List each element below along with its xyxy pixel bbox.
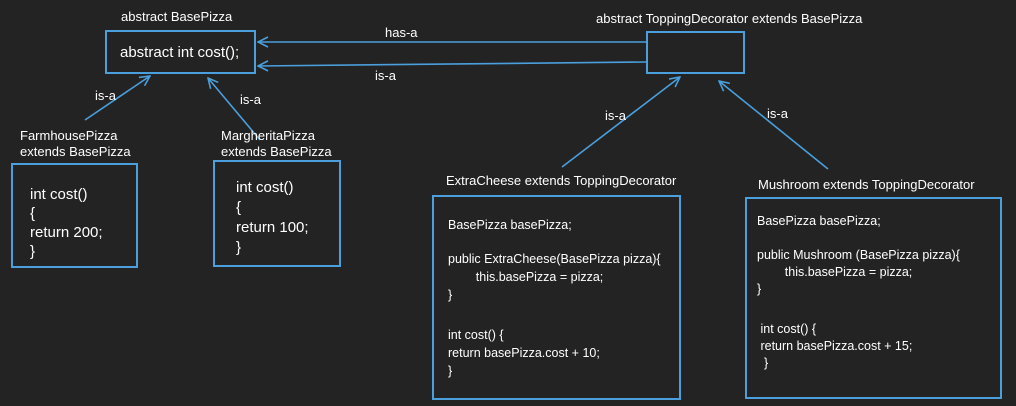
mushroom-code-line: this.basePizza = pizza;: [757, 265, 913, 279]
extracheese-code-line: public ExtraCheese(BasePizza pizza){: [448, 252, 661, 266]
extracheese-code-line: this.basePizza = pizza;: [448, 270, 604, 284]
is-a-label-margherita: is-a: [240, 92, 261, 107]
mushroom-code-line: int cost() {: [757, 322, 817, 336]
mushroom-code-box: BasePizza basePizza; public Mushroom (Ba…: [745, 197, 1002, 399]
margherita-code-line: }: [236, 239, 242, 256]
base-pizza-method: abstract int cost();: [120, 44, 240, 61]
extracheese-code-line: return basePizza.cost + 10;: [448, 346, 600, 360]
extracheese-code-box: BasePizza basePizza; public ExtraCheese(…: [432, 195, 681, 400]
mushroom-code-line: }: [757, 282, 762, 296]
mushroom-code-line: }: [757, 356, 769, 370]
is-a-arrow-decorator: [258, 62, 647, 66]
is-a-label-decorator: is-a: [375, 68, 396, 83]
farmhouse-code-line: return 200;: [30, 224, 103, 241]
is-a-arrow-mushroom: [719, 81, 829, 170]
extracheese-code-line: }: [448, 364, 453, 378]
is-a-arrow-margherita: [208, 78, 261, 141]
mushroom-title: Mushroom extends ToppingDecorator: [758, 177, 975, 192]
mushroom-code-line: return basePizza.cost + 15;: [757, 339, 913, 353]
farmhouse-code-line: }: [30, 243, 36, 260]
is-a-label-farmhouse: is-a: [95, 88, 116, 103]
base-pizza-title: abstract BasePizza: [121, 9, 233, 24]
margherita-code-line: int cost(): [236, 179, 294, 196]
extracheese-code-line: BasePizza basePizza;: [448, 218, 572, 232]
base-pizza-box: abstract int cost();: [105, 30, 256, 74]
is-a-arrow-extracheese: [561, 77, 680, 168]
extracheese-title: ExtraCheese extends ToppingDecorator: [446, 173, 677, 188]
topping-decorator-box: [646, 31, 745, 74]
farmhouse-code-line: {: [30, 205, 36, 222]
topping-decorator-title: abstract ToppingDecorator extends BasePi…: [596, 11, 863, 26]
margherita-code-line: {: [236, 199, 242, 216]
margherita-code-box: int cost() { return 100; }: [213, 160, 341, 267]
margherita-title-line2: extends BasePizza: [221, 144, 332, 159]
margherita-title-line1: MargheritaPizza: [221, 128, 315, 143]
margherita-code-line: return 100;: [236, 219, 309, 236]
farmhouse-title-line1: FarmhousePizza: [20, 128, 118, 143]
farmhouse-title-line2: extends BasePizza: [20, 144, 131, 159]
is-a-label-extracheese: is-a: [605, 108, 626, 123]
farmhouse-code-box: int cost() { return 200; }: [11, 163, 138, 268]
has-a-label: has-a: [385, 25, 418, 40]
mushroom-code-line: BasePizza basePizza;: [757, 214, 881, 228]
extracheese-code-line: int cost() {: [448, 328, 504, 342]
mushroom-code-line: public Mushroom (BasePizza pizza){: [757, 248, 960, 262]
is-a-label-mushroom: is-a: [767, 106, 788, 121]
extracheese-code-line: }: [448, 288, 453, 302]
farmhouse-code-line: int cost(): [30, 186, 88, 203]
is-a-arrow-farmhouse: [84, 76, 150, 121]
